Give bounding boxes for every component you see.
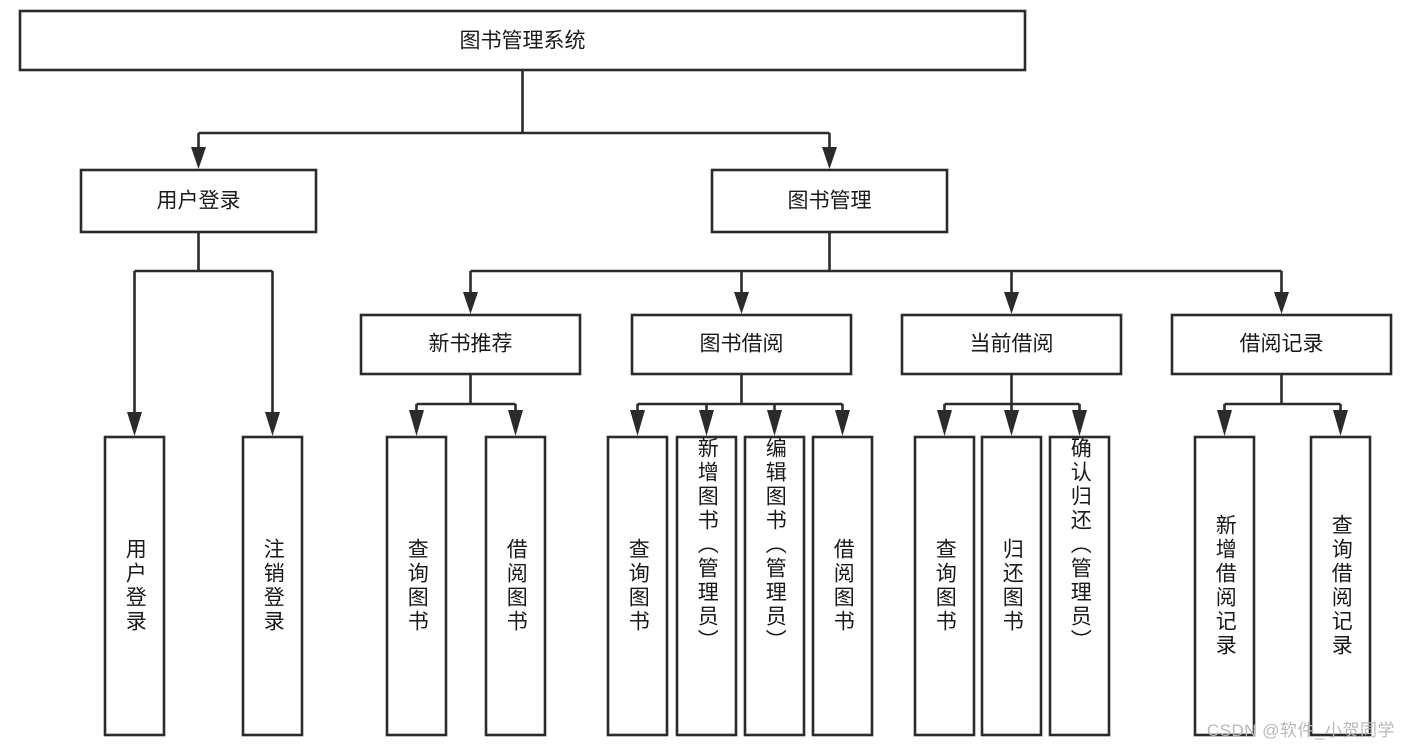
node-new-book-recommend[interactable]: 新书推荐 [359, 313, 582, 376]
leaf-boxes-layer [103, 435, 1372, 737]
arrow-head-leaf-borrow-book-1 [508, 410, 523, 436]
node-borrow-record[interactable]: 借阅记录 [1170, 313, 1393, 376]
arrow-head-new-book-recommend [463, 292, 478, 314]
arrow-head-book-management [822, 147, 837, 169]
node-leaf-edit-book-box[interactable] [743, 435, 806, 737]
node-new-book-recommend-box[interactable] [359, 313, 582, 376]
node-book-borrow[interactable]: 图书借阅 [630, 313, 853, 376]
arrow-head-leaf-query-book-2 [630, 410, 645, 436]
arrow-head-leaf-logout-login [265, 412, 280, 436]
node-leaf-add-record-box[interactable] [1193, 435, 1256, 737]
node-user-login-box[interactable] [79, 168, 318, 234]
nodes-layer: 图书管理系统 用户登录 图书管理 新书推荐 图书借阅 当前 [18, 9, 1393, 737]
node-current-borrow[interactable]: 当前借阅 [900, 313, 1123, 376]
node-book-management-label: 图书管理 [788, 190, 872, 213]
edges-layer [127, 70, 1348, 436]
node-root-label: 图书管理系统 [460, 30, 586, 53]
arrow-head-leaf-confirm-return [1072, 410, 1087, 436]
node-borrow-record-label: 借阅记录 [1240, 333, 1324, 356]
node-current-borrow-box[interactable] [900, 313, 1123, 376]
node-book-borrow-box[interactable] [630, 313, 853, 376]
arrow-head-leaf-user-login [127, 412, 142, 436]
csdn-watermark: CSDN @软件_小贺同学 [1206, 721, 1395, 740]
node-root-box[interactable] [18, 9, 1027, 72]
arrow-head-user-login [191, 147, 206, 169]
node-leaf-query-record-box[interactable] [1309, 435, 1372, 737]
arrow-head-leaf-query-book-1 [409, 410, 424, 436]
arrow-head-leaf-edit-book [767, 410, 782, 436]
node-borrow-record-box[interactable] [1170, 313, 1393, 376]
node-root[interactable]: 图书管理系统 [18, 9, 1027, 72]
arrow-head-borrow-record [1274, 292, 1289, 314]
node-book-management[interactable]: 图书管理 [710, 168, 949, 234]
node-user-login[interactable]: 用户登录 [79, 168, 318, 234]
arrow-head-leaf-add-book [699, 410, 714, 436]
arrow-head-leaf-query-book-3 [937, 410, 952, 436]
arrow-head-leaf-borrow-book-2 [835, 410, 850, 436]
node-leaf-query-book-2-box[interactable] [606, 435, 669, 737]
arrow-head-leaf-return-book [1004, 410, 1019, 436]
arrow-head-leaf-query-record [1333, 410, 1348, 436]
arrow-head-book-borrow [734, 292, 749, 314]
node-leaf-borrow-book-2-box[interactable] [811, 435, 874, 737]
node-leaf-confirm-return-box[interactable] [1048, 435, 1111, 737]
node-user-login-label: 用户登录 [157, 190, 241, 213]
node-new-book-recommend-label: 新书推荐 [429, 333, 513, 356]
node-leaf-add-book-box[interactable] [675, 435, 738, 737]
node-leaf-query-book-1-box[interactable] [385, 435, 448, 737]
node-leaf-borrow-book-1-box[interactable] [484, 435, 547, 737]
arrow-head-current-borrow [1004, 292, 1019, 314]
node-leaf-query-book-3-box[interactable] [913, 435, 976, 737]
node-leaf-logout-login-box[interactable] [241, 435, 304, 737]
arrow-head-leaf-add-record [1217, 410, 1232, 436]
node-book-management-box[interactable] [710, 168, 949, 234]
node-leaf-return-book-box[interactable] [980, 435, 1043, 737]
node-book-borrow-label: 图书借阅 [700, 333, 784, 356]
node-current-borrow-label: 当前借阅 [970, 333, 1054, 356]
node-leaf-user-login-box[interactable] [103, 435, 166, 737]
